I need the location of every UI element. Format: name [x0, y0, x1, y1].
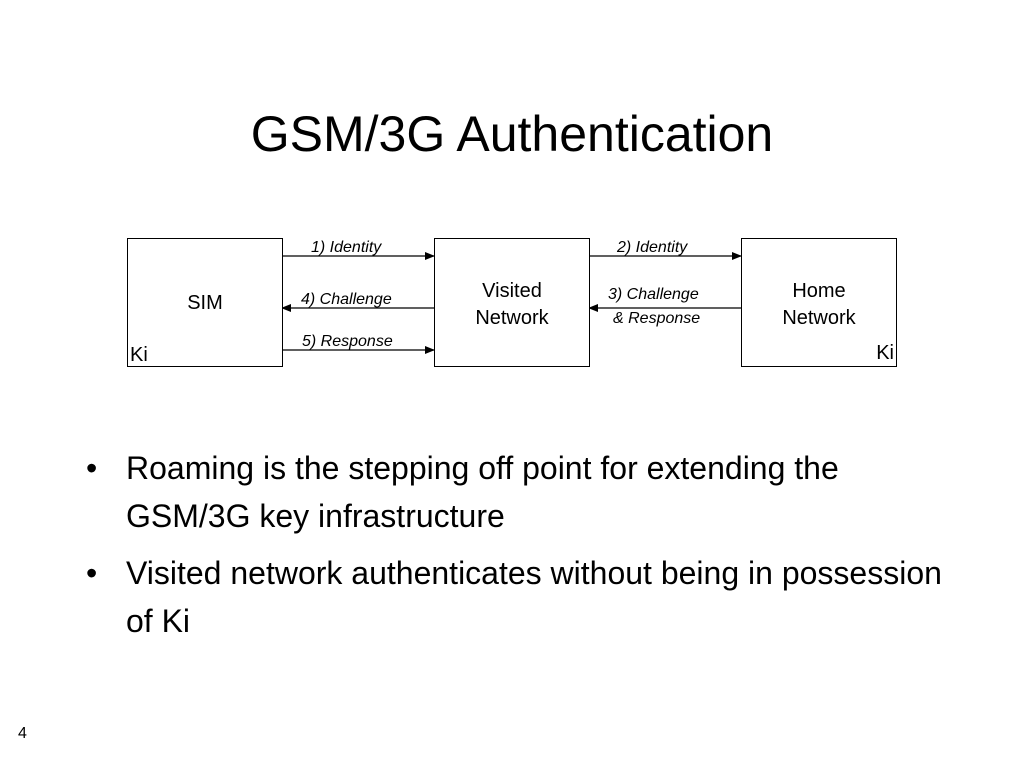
bullet-text: Roaming is the stepping off point for ex…	[126, 450, 839, 534]
edge-label-challenge-response-3-line2: & Response	[613, 310, 701, 327]
home-network-box: Home Network Ki	[741, 238, 897, 367]
home-network-label-line1: Home	[792, 280, 846, 302]
bullet-marker: •	[86, 450, 98, 486]
bullet-marker: •	[86, 555, 98, 591]
slide-title: GSM/3G Authentication	[250, 106, 774, 162]
bullet-text: Visited network authenticates without be…	[126, 555, 942, 639]
sim-box: SIM Ki	[127, 238, 283, 367]
home-ki-label: Ki	[876, 342, 894, 364]
edge-label-challenge-response-3-line1: 3) Challenge	[608, 286, 699, 303]
home-network-label-line2: Network	[782, 307, 856, 329]
visited-network-box: Visited Network	[434, 238, 590, 367]
page-number: 4	[18, 725, 27, 742]
edge-label-challenge-4: 4) Challenge	[301, 291, 392, 308]
sim-ki-label: Ki	[130, 344, 148, 366]
edge-label-identity-1: 1) Identity	[311, 239, 382, 256]
visited-network-label-line1: Visited	[482, 280, 542, 302]
edge-label-identity-2: 2) Identity	[617, 239, 688, 256]
sim-label: SIM	[187, 292, 223, 314]
bullet-list: • Roaming is the stepping off point for …	[84, 444, 964, 654]
bullet-item: • Roaming is the stepping off point for …	[84, 444, 964, 540]
visited-network-label-line2: Network	[475, 307, 549, 329]
edge-label-response-5: 5) Response	[302, 333, 393, 350]
bullet-item: • Visited network authenticates without …	[84, 549, 964, 645]
